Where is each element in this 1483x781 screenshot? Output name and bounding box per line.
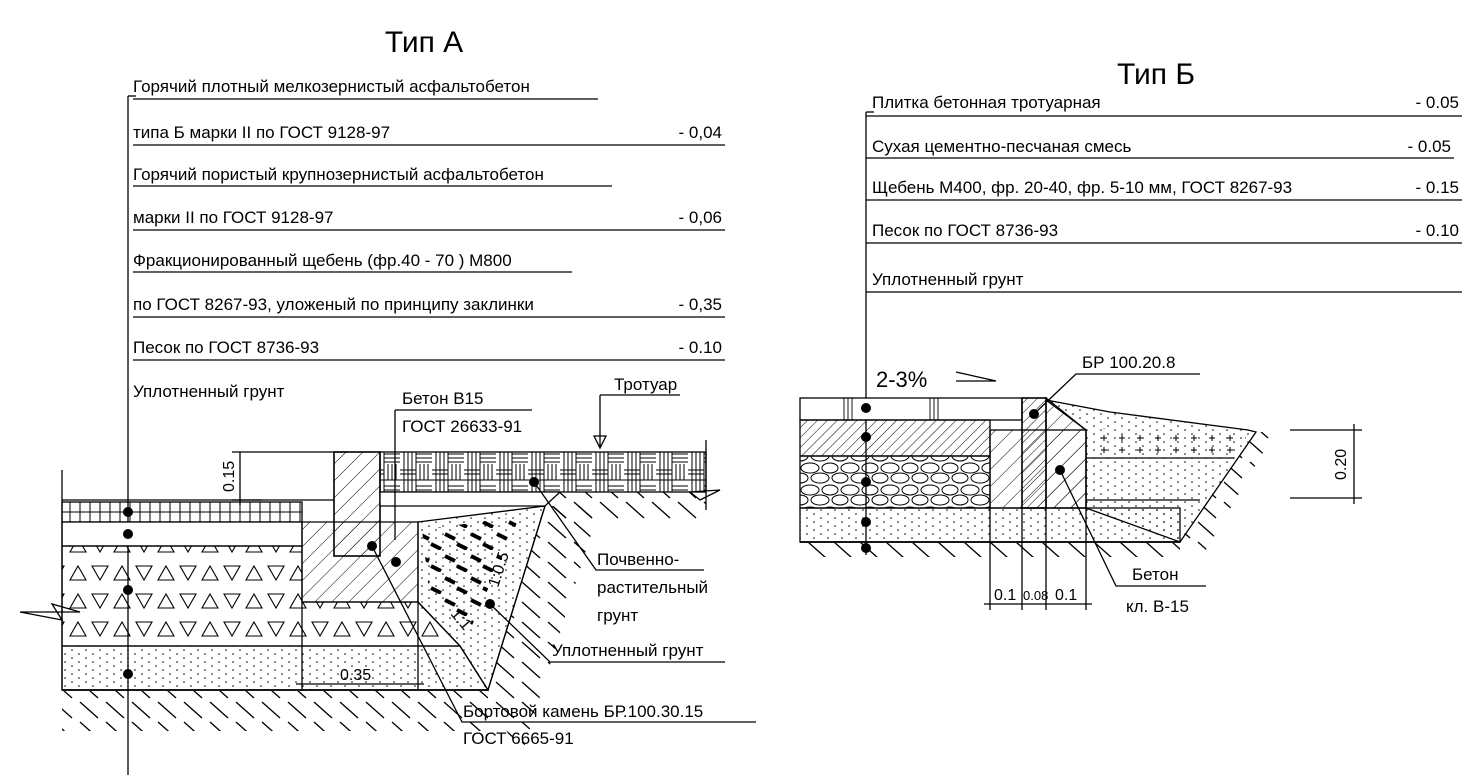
type-a-concrete-label-1: Бетон В15	[402, 389, 483, 408]
type-b-height-dim-line	[1290, 424, 1362, 504]
type-a-compacted-ground	[62, 691, 488, 731]
type-b-slope-label: 2-3%	[876, 367, 927, 392]
type-a-sidewalk-layer	[379, 451, 707, 493]
type-a-layer-labels: Горячий плотный мелкозернистый асфальтоб…	[133, 77, 725, 401]
type-a-sidewalk-leader	[592, 394, 680, 450]
type-b-title: Тип Б	[1117, 58, 1195, 91]
type-a-title: Тип А	[385, 26, 463, 59]
type-a-sand-layer	[61, 645, 490, 691]
type-b-gravel-layer	[799, 455, 991, 509]
type-a-layer-3-line-1: Фракционированный щебень (фр.40 - 70 ) М…	[133, 251, 512, 270]
type-b-mix-layer	[799, 419, 991, 457]
type-b-concrete-label-2: кл. В-15	[1126, 597, 1189, 616]
type-b-section: Тип Б Плитка бетонная тротуарная - 0.05 …	[799, 58, 1462, 616]
type-a-layer-3-thickness: - 0,35	[679, 295, 722, 314]
type-b-width-dim-3: 0.1	[1055, 587, 1077, 604]
type-b-curb-label: БР 100.20.8	[1082, 353, 1175, 372]
type-a-soil-leader	[533, 481, 704, 571]
type-a-layer-2-thickness: - 0,06	[679, 208, 722, 227]
type-a-layer-1-line-2: типа Б марки II по ГОСТ 9128-97	[133, 123, 390, 142]
type-b-concrete-label-1: Бетон	[1132, 565, 1178, 584]
type-a-compacted-label: Уплотненный грунт	[552, 641, 704, 660]
type-b-height-dim: 0.20	[1333, 449, 1350, 480]
type-a-curb-leader	[371, 545, 756, 723]
type-b-tile-layer	[799, 397, 1023, 421]
type-a-asphalt-coarse-layer	[61, 521, 303, 547]
type-b-slope-arrow	[955, 371, 997, 382]
type-a-concrete-leader	[394, 409, 532, 540]
type-a-leader-dots	[123, 477, 539, 679]
type-a-curb-stone	[333, 451, 381, 557]
type-a-layer-3-line-2: по ГОСТ 8267-93, уложеный по принципу за…	[133, 295, 534, 314]
type-a-height-dim: 0.15	[221, 461, 238, 492]
type-a-layer-2-line-1: Горячий пористый крупнозернистый асфальт…	[133, 165, 544, 184]
type-b-layer-2-label: Сухая цементно-песчаная смесь	[872, 137, 1131, 156]
type-a-soil-label-2: растительный	[597, 578, 708, 597]
type-b-layer-labels: Плитка бетонная тротуарная - 0.05 Сухая …	[866, 93, 1462, 293]
type-b-layer-4-label: Песок по ГОСТ 8736-93	[872, 221, 1058, 240]
type-a-compacted-leader	[489, 603, 725, 663]
type-a-break-symbol	[19, 470, 81, 690]
type-b-width-dim-1: 0.1	[994, 587, 1016, 604]
type-b-curb-leader	[1033, 373, 1200, 415]
type-a-width-dim: 0.35	[340, 667, 371, 684]
type-b-base-label: Уплотненный грунт	[872, 270, 1024, 289]
type-a-height-dim-line	[232, 451, 334, 505]
type-b-width-dim-lines	[984, 508, 1092, 610]
type-b-leader-dots	[861, 403, 1065, 553]
type-a-layer-1-thickness: - 0,04	[679, 123, 722, 142]
type-b-layer-3-thickness: - 0.15	[1416, 178, 1459, 197]
type-b-layer-1-thickness: - 0.05	[1416, 93, 1459, 112]
type-a-concrete-label-2: ГОСТ 26633-91	[402, 417, 522, 436]
type-a-soil-label-3: грунт	[597, 606, 638, 625]
type-b-layer-4-thickness: - 0.10	[1416, 221, 1459, 240]
type-a-layer-4-line-1: Песок по ГОСТ 8736-93	[133, 338, 319, 357]
type-a-soil-label-1: Почвенно-	[597, 550, 679, 569]
type-a-curb-label-1: Бортовой камень БР.100.30.15	[463, 702, 703, 721]
type-a-asphalt-fine-layer	[61, 501, 303, 523]
type-b-layer-3-label: Щебень М400, фр. 20-40, фр. 5-10 мм, ГОС…	[872, 178, 1292, 197]
type-b-layer-2-thickness: - 0.05	[1408, 137, 1451, 156]
type-a-layer-1-line-1: Горячий плотный мелкозернистый асфальтоб…	[133, 77, 530, 96]
type-a-section: Тип А Горячий плотный мелкозернистый асф…	[19, 26, 756, 775]
type-b-concrete-leader	[1059, 469, 1206, 587]
type-a-layer-2-line-2: марки II по ГОСТ 9128-97	[133, 208, 334, 227]
type-a-layer-4-thickness: - 0.10	[679, 338, 722, 357]
type-a-curb-label-2: ГОСТ 6665-91	[463, 729, 574, 748]
type-a-sidewalk-label: Тротуар	[614, 375, 677, 394]
type-b-width-dim-2: 0.08	[1023, 588, 1048, 603]
type-b-layer-1-label: Плитка бетонная тротуарная	[872, 93, 1101, 112]
type-a-base-label: Уплотненный грунт	[133, 382, 285, 401]
type-a-width-dim-line	[296, 602, 424, 690]
